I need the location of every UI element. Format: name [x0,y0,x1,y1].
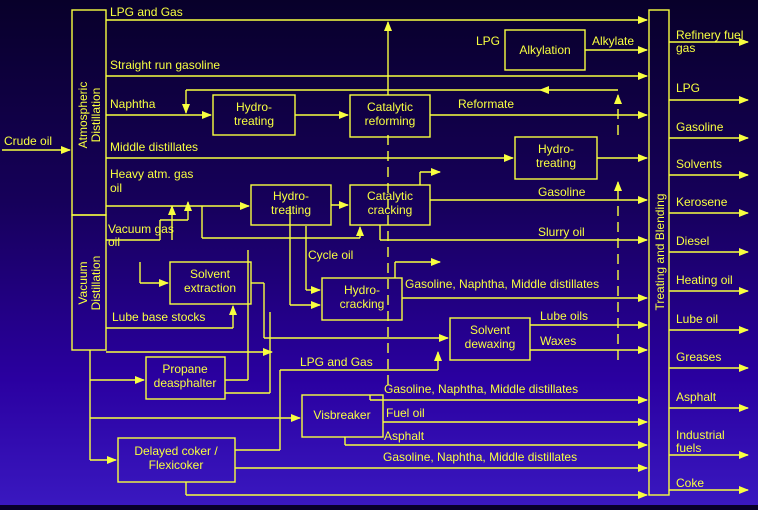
catcrack-label-2: cracking [368,203,413,217]
stream-visbreaker-gnm: Gasoline, Naphtha, Middle distillates [384,382,578,396]
stream-naphtha: Naphtha [110,97,156,111]
reforming-label-2: reforming [365,114,416,128]
product-lpg: LPG [676,81,700,95]
stream-reformate: Reformate [458,97,514,111]
stream-lpg-gas-mid: LPG and Gas [300,355,373,369]
stream-slurry-oil: Slurry oil [538,225,585,239]
product-refinery-fuel-gas-1: Refinery fuel [676,28,743,42]
stream-cycle-oil: Cycle oil [308,248,353,262]
stream-middle-distillates: Middle distillates [110,140,198,154]
dewax-label-1: Solvent [470,323,511,337]
product-solvents: Solvents [676,157,722,171]
hydrocracking-box [321,277,403,321]
stream-vacuum-gas-oil-2: oil [108,235,120,249]
solvent-dewaxing-box [449,317,531,361]
vacuum-distillation-box [71,214,107,351]
propane-label-1: Propane [162,362,208,376]
hydrotreating-1-label-1: Hydro- [236,100,272,114]
flow-lines [2,16,749,499]
stream-hydrocracker-products: Gasoline, Naphtha, Middle distillates [405,277,599,291]
solvext-label-2: extraction [184,281,236,295]
product-coke: Coke [676,476,704,490]
hydrotreating-2-label-2: treating [536,156,576,170]
stream-lube-oils: Lube oils [540,309,588,323]
product-industrial-fuels-2: fuels [676,441,701,455]
atm-distillation-label-1: Atmospheric [76,82,90,149]
propane-label-2: deasphalter [154,376,217,390]
stream-asphalt-vb: Asphalt [384,429,425,443]
catalytic-reforming-box [349,94,431,138]
hydrotreating-3-label-1: Hydro- [273,189,309,203]
vac-distillation-label-1: Vacuum [76,261,90,304]
product-greases: Greases [676,350,721,364]
hydrocrack-label-1: Hydro- [344,283,380,297]
stream-heavy-gas-oil-1: Heavy atm. gas [110,167,193,181]
coker-label-1: Delayed coker / [134,444,218,458]
product-diesel: Diesel [676,234,709,248]
hydrotreating-2-label-1: Hydro- [538,142,574,156]
reforming-label-1: Catalytic [367,100,413,114]
hydrotreating-1-label-2: treating [234,114,274,128]
atm-distillation-label-2: Distillation [89,88,103,143]
propane-deasphalter-box [145,356,226,400]
solvext-label-1: Solvent [190,267,231,281]
catalytic-cracking-box [349,184,431,226]
product-heating-oil: Heating oil [676,273,733,287]
product-gasoline: Gasoline [676,120,724,134]
treating-blending-label: Treating and Blending [653,194,667,311]
dewax-label-2: dewaxing [465,337,516,351]
stream-heavy-gas-oil-2: oil [110,181,122,195]
stream-straight-run-gasoline: Straight run gasoline [110,58,220,72]
coker-label-2: Flexicoker [149,458,204,472]
visbreaker-label: Visbreaker [313,408,370,422]
stream-waxes: Waxes [540,334,576,348]
hydrocrack-label-2: cracking [340,297,385,311]
vac-distillation-label-2: Distillation [89,256,103,311]
stream-vacuum-gas-oil-1: Vacuum gas [108,222,174,236]
product-refinery-fuel-gas-2: gas [676,41,695,55]
crude-oil-label: Crude oil [4,134,52,148]
alkylation-label: Alkylation [519,43,570,57]
stream-gasoline-cc: Gasoline [538,185,586,199]
hydrotreating-3-label-2: treating [271,203,311,217]
product-industrial-fuels-1: Industrial [676,428,725,442]
stream-fuel-oil: Fuel oil [386,406,425,420]
visbreaker-box [301,394,384,438]
gas-collection-lines [387,94,622,390]
stream-lpg-gas-top: LPG and Gas [110,5,183,19]
product-lube-oil: Lube oil [676,312,718,326]
product-kerosene: Kerosene [676,195,728,209]
stream-lube-base-stocks: Lube base stocks [112,310,205,324]
delayed-coker-box [117,437,236,483]
stream-lpg-alky: LPG [476,34,500,48]
stream-coker-gnm: Gasoline, Naphtha, Middle distillates [383,450,577,464]
catcrack-label-1: Catalytic [367,189,413,203]
product-asphalt: Asphalt [676,390,717,404]
stream-alkylate: Alkylate [592,34,634,48]
